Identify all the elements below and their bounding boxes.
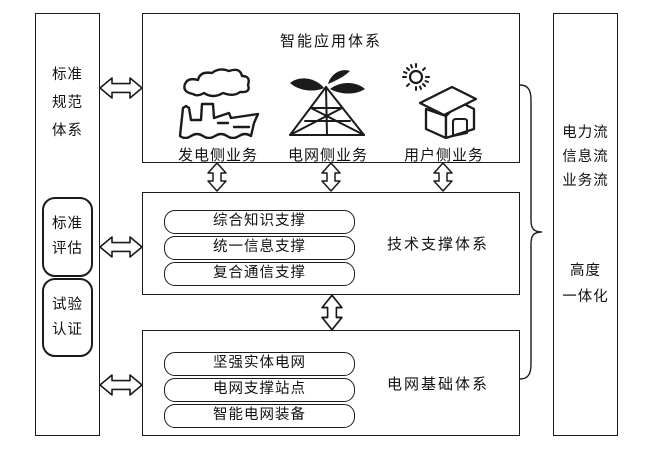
test-certification-box: 试验 认证 (42, 278, 93, 357)
grid-side-group: 电网侧业务 (273, 63, 383, 165)
application-layer-box: 智能应用体系 发电侧业务 (142, 13, 520, 165)
generation-side-group: 发电侧业务 (163, 63, 273, 165)
support-item: 统一信息支撑 (164, 236, 355, 260)
up-down-arrow-icon (207, 162, 227, 192)
standards-spec-title-line: 标准 (52, 67, 83, 83)
user-side-group: 用户侧业务 (389, 63, 499, 165)
flow-line: 业务流 (562, 173, 609, 189)
foundation-item: 电网支撑站点 (164, 378, 355, 402)
power-plant-icon (178, 68, 260, 140)
left-right-arrow-icon (99, 374, 143, 396)
grid-side-label: 电网侧业务 (287, 146, 368, 164)
integration-line: 一体化 (562, 289, 609, 305)
support-item: 综合知识支撑 (164, 210, 355, 234)
test-certification-line: 认证 (52, 321, 83, 338)
user-side-label: 用户侧业务 (403, 146, 484, 164)
integration-line: 高度 (570, 263, 601, 279)
grid-foundation-layer-box: 坚强实体电网 电网支撑站点 智能电网装备 电网基础体系 (142, 330, 520, 436)
foundation-item: 坚强实体电网 (164, 352, 355, 376)
standards-spec-panel: 标准 规范 体系 标准 评估 试验 认证 (35, 13, 100, 436)
standards-spec-title-line: 规范 (52, 95, 83, 111)
transmission-tower-icon (289, 70, 365, 136)
standard-evaluation-line: 评估 (52, 241, 83, 257)
support-item: 复合通信支撑 (164, 262, 355, 286)
test-certification-line: 试验 (52, 296, 83, 313)
curly-brace-icon (519, 84, 543, 380)
integration-text: 高度 一体化 (554, 258, 617, 310)
foundation-item: 智能电网装备 (164, 404, 355, 428)
tech-support-layer-box: 综合知识支撑 统一信息支撑 复合通信支撑 技术支撑体系 (142, 192, 520, 295)
flow-line: 信息流 (562, 149, 609, 165)
standards-spec-title-line: 体系 (52, 123, 83, 139)
up-down-arrow-icon (433, 162, 453, 192)
up-down-arrow-icon (321, 294, 343, 331)
left-right-arrow-icon (99, 236, 143, 258)
grid-foundation-items: 坚强实体电网 电网支撑站点 智能电网装备 (164, 352, 355, 430)
flows-text: 电力流 信息流 业务流 (554, 121, 617, 193)
application-layer-title: 智能应用体系 (279, 32, 382, 50)
standard-evaluation-box: 标准 评估 (42, 197, 93, 277)
tech-support-items: 综合知识支撑 统一信息支撑 复合通信支撑 (164, 210, 355, 288)
flows-panel: 电力流 信息流 业务流 高度 一体化 (553, 13, 618, 436)
grid-foundation-layer-title: 电网基础体系 (386, 374, 489, 393)
up-down-arrow-icon (321, 162, 341, 192)
house-sun-icon (402, 63, 478, 140)
generation-side-label: 发电侧业务 (177, 146, 258, 164)
left-right-arrow-icon (99, 77, 143, 99)
tech-support-layer-title: 技术支撑体系 (386, 235, 489, 253)
flow-line: 电力流 (562, 125, 609, 141)
standard-evaluation-line: 标准 (52, 216, 83, 232)
standards-spec-title: 标准 规范 体系 (36, 61, 99, 145)
